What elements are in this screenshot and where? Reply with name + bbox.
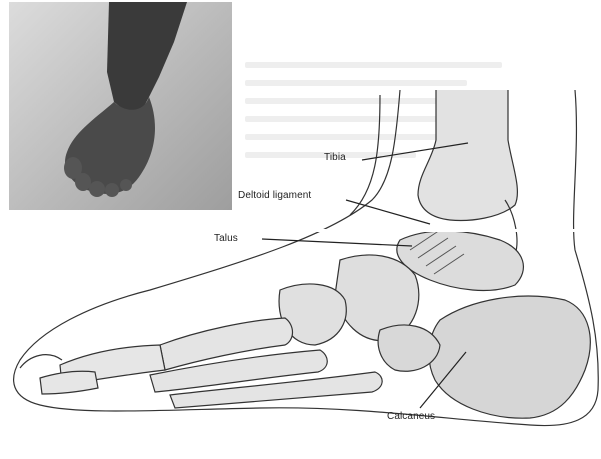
deltoid-leader <box>346 200 430 224</box>
label-talus: Talus <box>214 233 238 244</box>
label-tibia: Tibia <box>324 152 346 163</box>
phalanges-2 <box>40 371 98 394</box>
talus-leader <box>262 239 412 246</box>
label-deltoid-ligament: Deltoid ligament <box>238 190 311 201</box>
scan-seam <box>0 229 601 232</box>
calcaneus-bone <box>429 296 590 418</box>
label-calcaneus: Calcaneus <box>387 411 435 422</box>
toe-tips <box>20 355 62 368</box>
tibia-bone <box>418 90 517 220</box>
